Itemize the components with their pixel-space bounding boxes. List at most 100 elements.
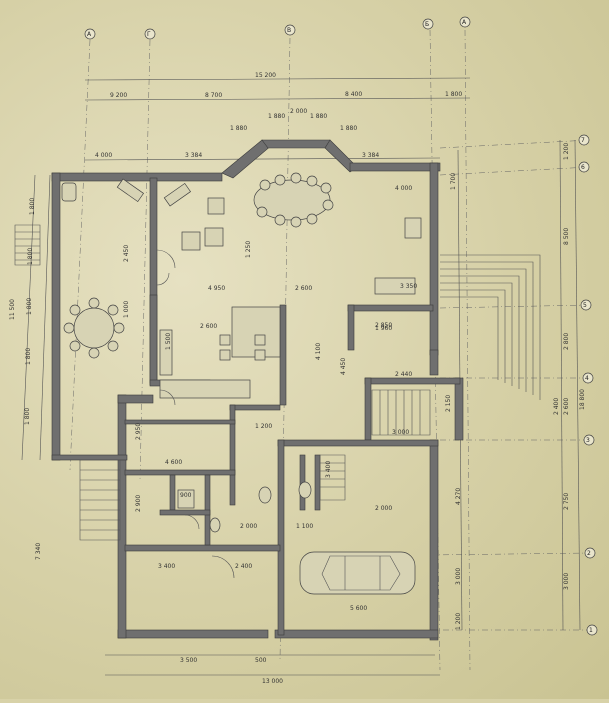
- svg-text:1 200: 1 200: [563, 143, 570, 160]
- svg-text:6: 6: [581, 164, 585, 171]
- bathroom-fixtures: [177, 481, 312, 533]
- axis-marker-top-3: В: [284, 24, 296, 36]
- svg-text:1 250: 1 250: [245, 241, 252, 258]
- svg-text:3 384: 3 384: [362, 152, 379, 159]
- svg-text:1 500: 1 500: [165, 333, 172, 350]
- svg-text:2 600: 2 600: [563, 398, 570, 415]
- axis-marker-top-4: Б: [422, 18, 434, 30]
- svg-text:18 800: 18 800: [579, 389, 586, 410]
- svg-text:1 700: 1 700: [450, 173, 457, 190]
- svg-text:1 100: 1 100: [296, 523, 313, 530]
- axis-marker-right-4: 4: [582, 372, 594, 384]
- svg-text:2 850: 2 850: [375, 322, 392, 329]
- axis-marker-right-5: 3: [583, 434, 595, 446]
- svg-text:500: 500: [255, 657, 267, 664]
- svg-text:2 000: 2 000: [290, 108, 307, 115]
- dining-table-bay: [253, 172, 334, 228]
- axis-marker-right-3: 5: [580, 299, 592, 311]
- svg-text:2 900: 2 900: [135, 495, 142, 512]
- armchairs: [61, 178, 422, 251]
- svg-text:3 400: 3 400: [325, 461, 332, 478]
- svg-text:1 000: 1 000: [123, 301, 130, 318]
- grid-lines: [69, 29, 595, 671]
- svg-text:А: А: [462, 19, 467, 26]
- interior-walls: [124, 177, 461, 636]
- axis-marker-top-1: А: [84, 28, 96, 40]
- right-dimensions: 1 200 1 700 8 500 2 800 2 600 2 400 18 8…: [450, 139, 586, 631]
- staircase-exterior-left: [14, 224, 121, 541]
- svg-text:3 000: 3 000: [392, 429, 409, 436]
- axis-marker-right-1: 7: [578, 134, 590, 146]
- svg-text:1 200: 1 200: [455, 613, 462, 630]
- svg-text:1: 1: [589, 627, 593, 634]
- svg-text:13 000: 13 000: [262, 678, 283, 685]
- svg-text:4 270: 4 270: [455, 488, 462, 505]
- axis-marker-right-2: 6: [578, 161, 590, 173]
- svg-text:А: А: [87, 31, 92, 38]
- svg-text:4 100: 4 100: [315, 343, 322, 360]
- svg-text:1 880: 1 880: [230, 125, 247, 132]
- svg-text:4: 4: [585, 375, 589, 382]
- svg-text:1 800: 1 800: [27, 248, 34, 265]
- svg-text:1 800: 1 800: [24, 408, 31, 425]
- svg-text:2 150: 2 150: [445, 395, 452, 412]
- staircase-interior: [319, 389, 431, 501]
- svg-text:11 500: 11 500: [9, 299, 16, 320]
- svg-text:4 450: 4 450: [340, 358, 347, 375]
- svg-text:8 500: 8 500: [563, 228, 570, 245]
- car-garage: [299, 551, 416, 595]
- svg-text:2 450: 2 450: [123, 245, 130, 262]
- svg-text:1 880: 1 880: [310, 113, 327, 120]
- kitchen-island: [159, 306, 281, 399]
- sofa-right: [374, 277, 416, 295]
- left-dimensions: 11 500 1 800 1 800 1 800 1 800 1 800 7 3…: [9, 174, 51, 560]
- svg-text:В: В: [287, 27, 291, 34]
- svg-text:Г: Г: [147, 31, 151, 38]
- svg-text:15 200: 15 200: [255, 72, 276, 79]
- axis-markers: А Г В Б А 7 6 5 4 3 2 1: [84, 16, 598, 636]
- svg-text:2 000: 2 000: [375, 505, 392, 512]
- svg-text:900: 900: [180, 492, 192, 499]
- svg-text:1 800: 1 800: [26, 298, 33, 315]
- staircase-exterior-right: [440, 254, 541, 400]
- round-table-left: [63, 297, 125, 359]
- svg-text:Б: Б: [425, 21, 429, 28]
- svg-text:8 400: 8 400: [345, 91, 362, 98]
- svg-text:1 960: 1 960: [375, 325, 392, 332]
- svg-text:4 600: 4 600: [165, 459, 182, 466]
- svg-text:1 880: 1 880: [268, 113, 285, 120]
- svg-text:5 600: 5 600: [350, 605, 367, 612]
- svg-text:3 350: 3 350: [400, 283, 417, 290]
- svg-text:4 950: 4 950: [208, 285, 225, 292]
- svg-text:2 600: 2 600: [200, 323, 217, 330]
- axis-marker-top-5: А: [459, 16, 471, 28]
- svg-text:1 800: 1 800: [29, 198, 36, 215]
- svg-text:1 800: 1 800: [445, 91, 462, 98]
- svg-text:2 000: 2 000: [240, 523, 257, 530]
- svg-text:2 440: 2 440: [395, 371, 412, 378]
- bottom-dimensions: 13 000 3 500 500: [105, 654, 440, 685]
- room-dimension-labels: 2 450 1 000 4 950 2 600 1 500 2 600 4 10…: [123, 241, 452, 612]
- svg-text:3 000: 3 000: [455, 568, 462, 585]
- svg-text:8 700: 8 700: [205, 92, 222, 99]
- svg-text:1 200: 1 200: [255, 423, 272, 430]
- exterior-walls: [51, 139, 464, 641]
- axis-marker-top-2: Г: [144, 28, 156, 40]
- svg-text:2 800: 2 800: [563, 333, 570, 350]
- top-dimensions: 15 200 9 200 8 700 8 400 1 800 4 000 3 3…: [84, 72, 471, 192]
- axis-marker-right-7: 1: [586, 624, 598, 636]
- svg-text:3: 3: [586, 437, 590, 444]
- svg-text:2 600: 2 600: [295, 285, 312, 292]
- svg-text:1 800: 1 800: [25, 348, 32, 365]
- svg-text:5: 5: [583, 302, 587, 309]
- svg-text:2 950: 2 950: [135, 423, 142, 440]
- svg-text:3 384: 3 384: [185, 152, 202, 159]
- axis-marker-right-6: 2: [584, 547, 596, 559]
- svg-text:3 400: 3 400: [158, 563, 175, 570]
- svg-text:3 500: 3 500: [180, 657, 197, 664]
- svg-text:7 340: 7 340: [35, 543, 42, 560]
- svg-text:3 000: 3 000: [563, 573, 570, 590]
- svg-text:4 000: 4 000: [395, 185, 412, 192]
- svg-text:7: 7: [581, 137, 585, 144]
